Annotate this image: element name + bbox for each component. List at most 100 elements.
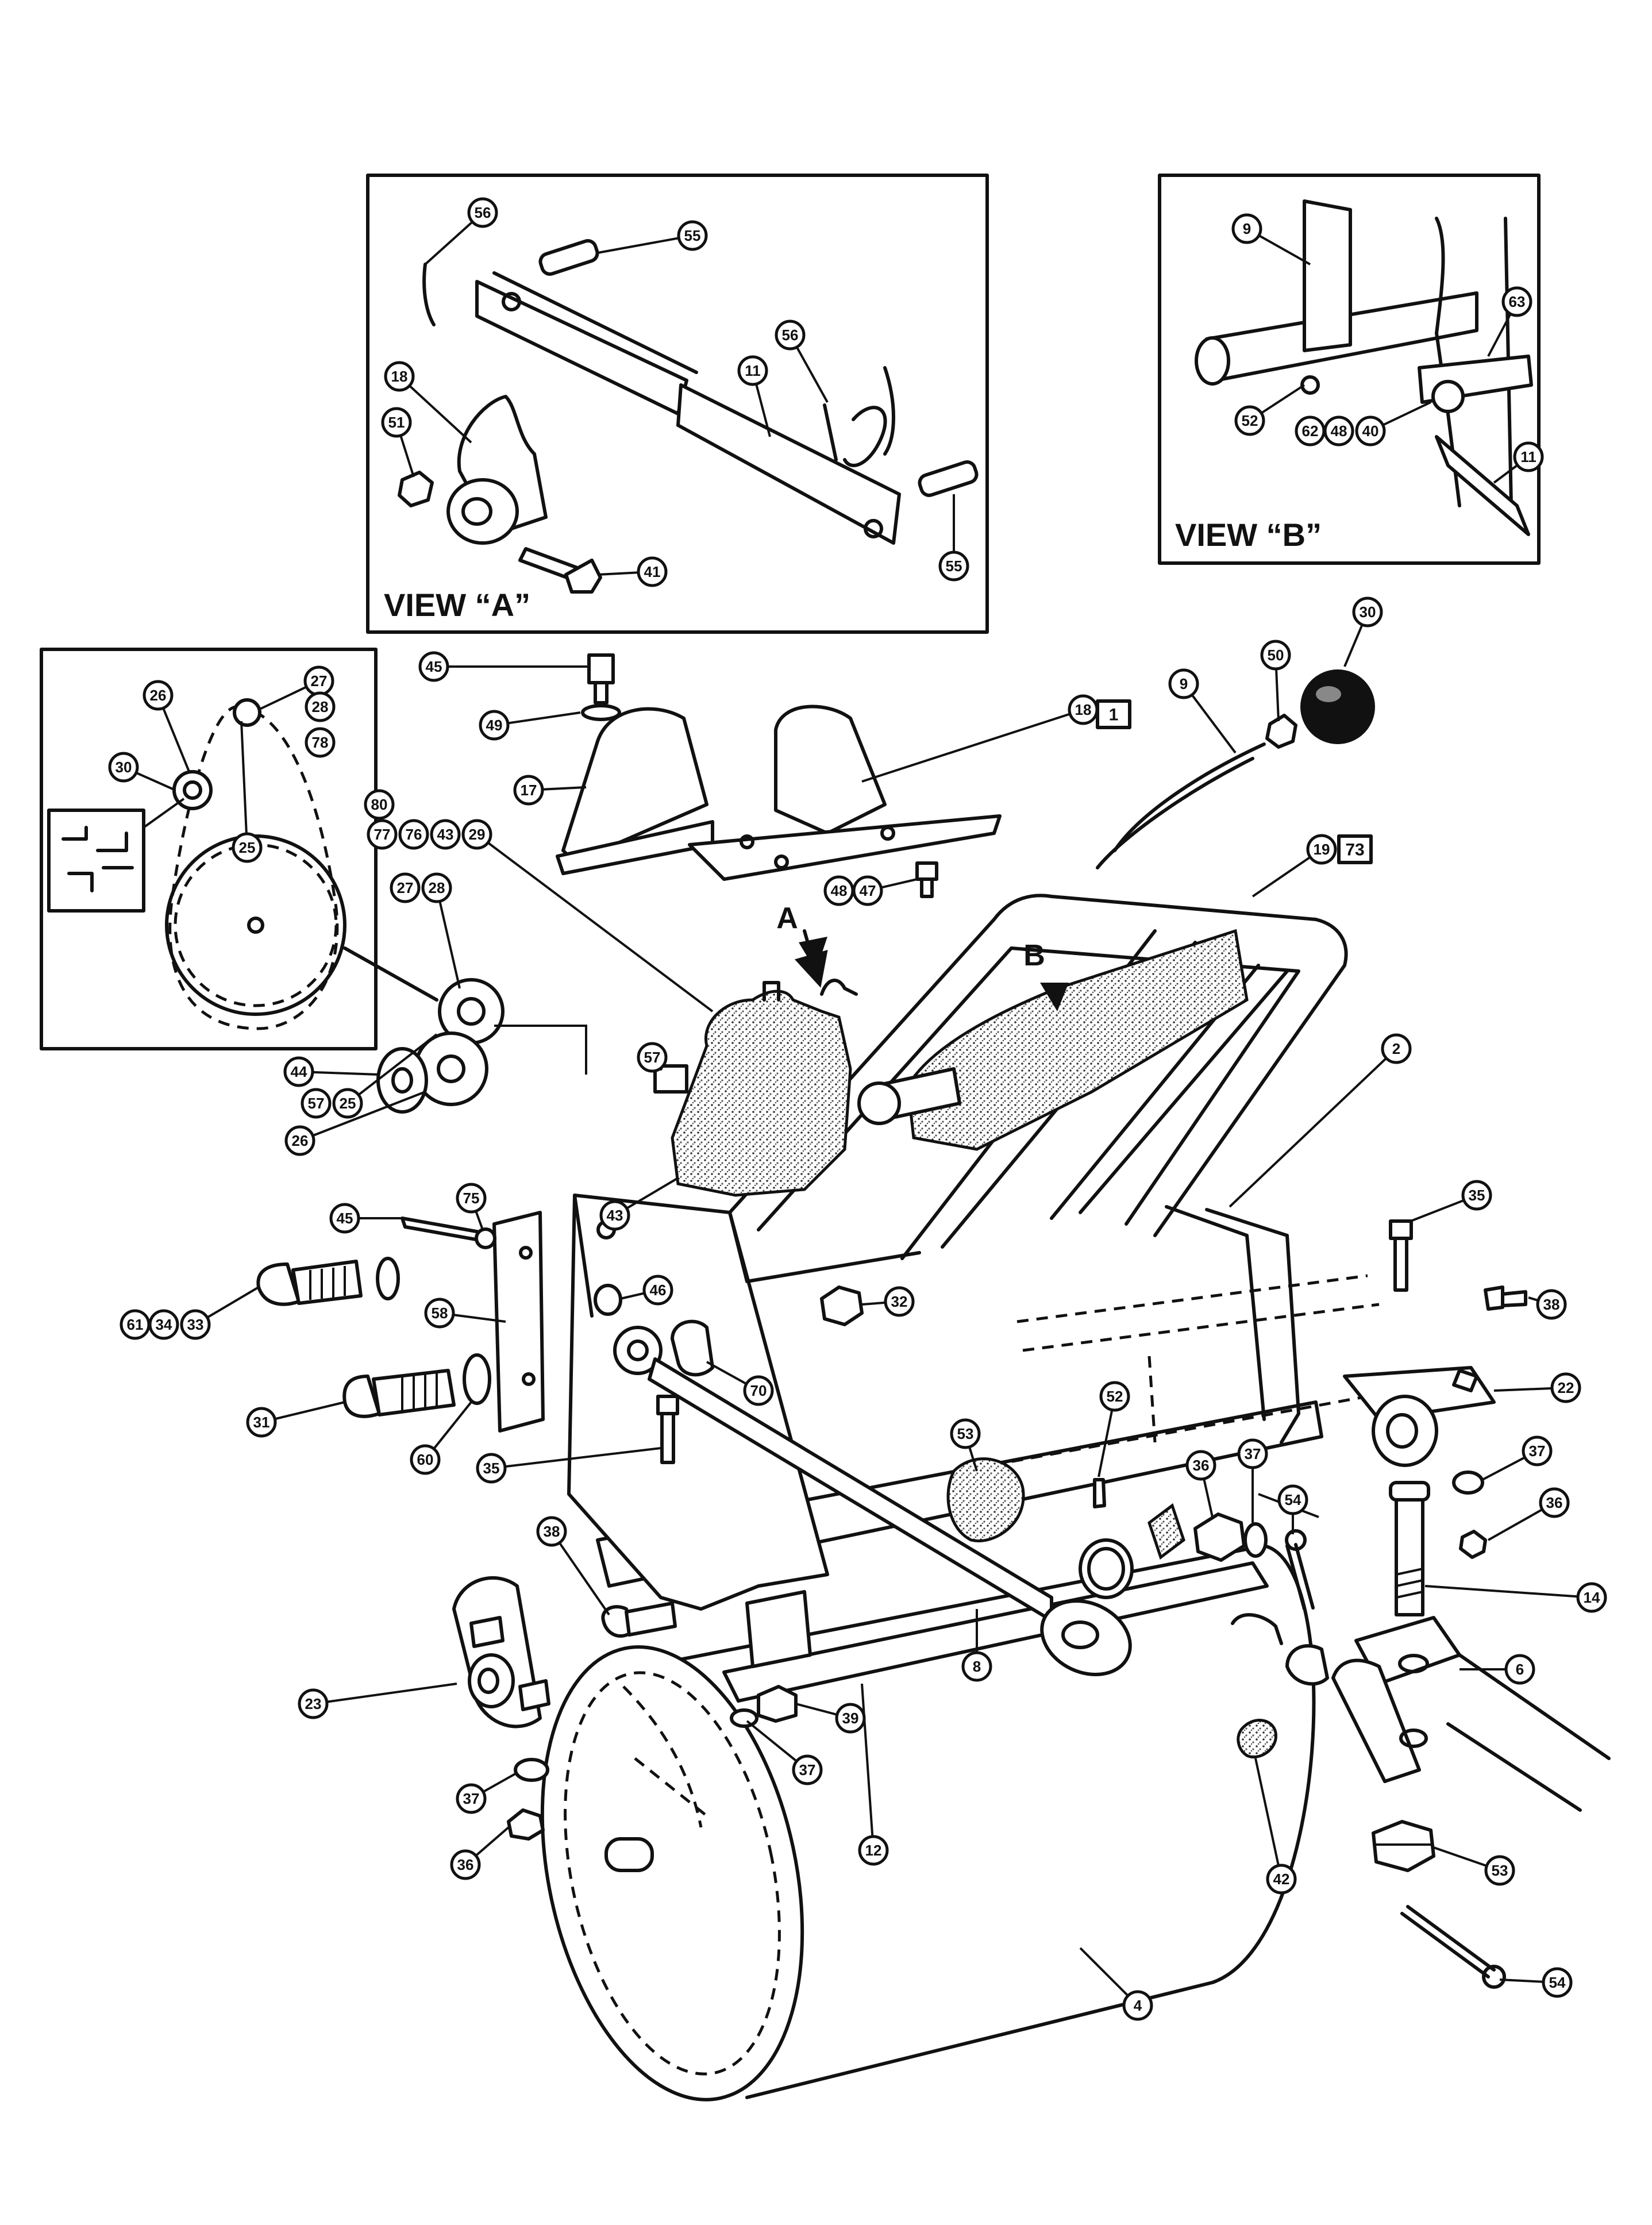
callout-p35-left: 35 [476,1453,507,1484]
callout-number: 2 [1392,1040,1400,1057]
leader-inset-25 [240,721,248,848]
bolt-38-right [1484,1285,1527,1311]
callout-view-b-63: 63 [1501,286,1532,317]
callout-p49-top: 49 [479,710,510,741]
callout-number: 11 [1520,448,1537,465]
callout-p57: 57 [637,1042,668,1073]
callout-number: 41 [644,563,661,580]
control-lever-9 [1113,742,1266,852]
callout-number: 35 [483,1460,500,1477]
tow-bar [1446,1653,1611,1812]
callout-view-b-48: 48 [1323,415,1354,446]
callout-p25-group: 25 [332,1088,363,1119]
lever-9 [1303,199,1352,352]
gearbox-output-shaft [653,1064,688,1094]
callout-p36-left: 36 [450,1849,481,1880]
frame-bracket [745,1590,812,1668]
callout-p58: 58 [424,1298,455,1329]
callout-p48: 48 [823,875,854,906]
view-b-title: VIEW “B” [1175,517,1322,553]
callout-p42: 42 [1266,1864,1297,1895]
grease-fitting-52 [1093,1478,1106,1508]
view-b-frame [1158,174,1541,565]
callout-number: 28 [312,698,329,715]
link-11 [1435,435,1530,536]
callout-number: 76 [406,826,422,843]
bolt-head-31 [342,1375,381,1418]
leader-p14 [1424,1585,1592,1599]
drive-chain [168,705,339,1030]
callout-p28: 28 [421,872,452,903]
leader-p42 [1254,1758,1283,1880]
callout-p54-mid: 54 [1277,1484,1308,1515]
bushing-70 [671,1319,714,1377]
bearing-22 [1372,1395,1438,1467]
callout-number: 75 [463,1190,480,1207]
callout-number: 54 [1549,1974,1566,1991]
callout-number: 25 [340,1095,356,1112]
callout-p50: 50 [1260,640,1291,671]
callout-p43-group: 43 [430,819,461,850]
callout-view-a-18: 18 [384,361,415,392]
callout-number: 70 [750,1382,767,1399]
roller-drum [540,1544,1316,2101]
callout-view-a-55-top: 55 [677,220,708,251]
callout-number: 11 [745,362,761,379]
callout-p4: 4 [1122,1990,1153,2021]
callout-number: 44 [291,1063,307,1080]
bolt-35-right [1389,1219,1413,1240]
callout-number: 37 [799,1761,816,1779]
callout-number: 39 [842,1710,859,1727]
leader-p26 [299,1091,426,1142]
washer-37-mid [1243,1522,1268,1558]
coupling-detail [47,809,145,913]
callout-number: 45 [337,1210,353,1227]
washer-60 [463,1353,491,1405]
leader-p2 [1229,1048,1397,1208]
callout-p14: 14 [1576,1582,1607,1613]
callout-number: 18 [391,368,408,385]
callout-p54: 54 [1542,1967,1573,1998]
linkage-rod [820,979,858,996]
callout-number: 51 [388,414,405,431]
callout-number: 55 [946,557,962,575]
callout-number: 26 [150,687,167,704]
view-b-panel: VIEW “B” [1158,174,1541,565]
callout-view-a-56-mid: 56 [775,319,806,351]
callout-p18: 18 [1068,694,1099,725]
arrow-a-label: A [776,902,798,935]
callout-p34: 34 [148,1309,179,1340]
bolt-35-left [656,1395,679,1415]
part-73-box [1337,834,1373,864]
callout-p32: 32 [884,1286,915,1317]
callout-view-b-9: 9 [1231,213,1262,244]
callout-p46: 46 [642,1275,673,1306]
callout-number: 35 [1469,1187,1485,1204]
callout-p39: 39 [835,1703,866,1734]
callout-number: 47 [860,882,876,899]
callout-number: 52 [1242,412,1258,429]
callout-number: 14 [1584,1589,1600,1606]
spacer-44 [376,1047,428,1114]
callout-number: 55 [684,227,701,244]
leader-lines [123,211,1592,2007]
callout-number: 8 [973,1658,981,1675]
lower-link-bar [676,383,901,545]
jam-nut-50 [1265,714,1297,749]
callout-view-a-51: 51 [381,407,412,438]
callout-view-a-56-top: 56 [467,197,498,228]
callout-view-a-11: 11 [737,355,768,386]
callout-number: 43 [437,826,454,843]
clevis-6 [1331,1658,1421,1783]
callout-number: 9 [1243,220,1251,237]
shield-base-right [688,814,1002,881]
bearing-flange [613,1326,663,1375]
callout-p30-knob: 30 [1352,596,1383,628]
callout-number: 48 [831,882,848,899]
callout-p37-low: 37 [792,1754,823,1785]
main-assembly: A B 1 73 [256,653,1611,2101]
callout-inset-28: 28 [305,691,336,722]
rod-end [1040,1599,1132,1677]
nut-32 [820,1285,864,1326]
